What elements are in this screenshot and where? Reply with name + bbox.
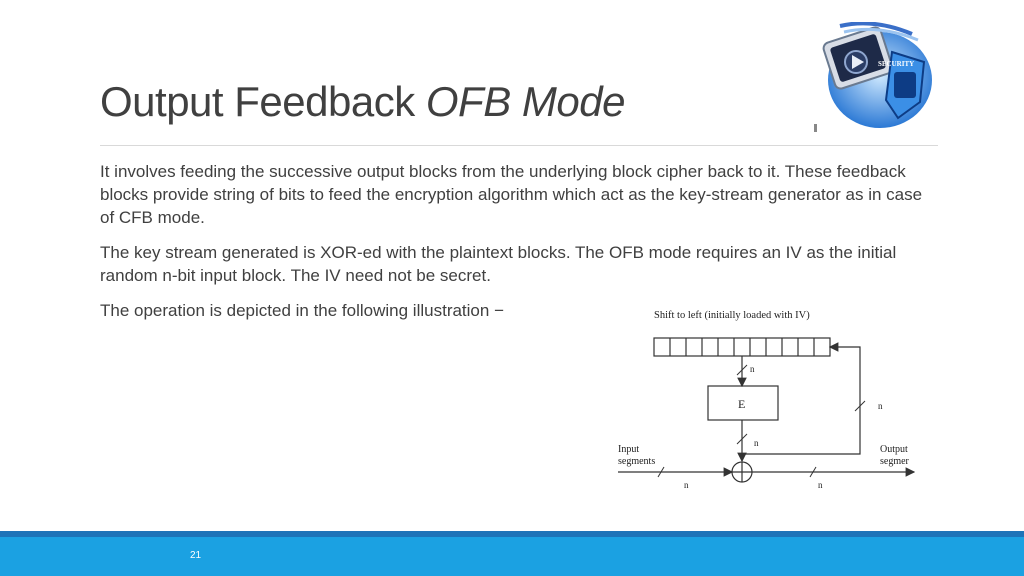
page-number: 21	[190, 550, 202, 561]
security-logo-icon: SECURITY	[814, 22, 932, 132]
slide-body: It involves feeding the successive outpu…	[100, 160, 930, 334]
encrypt-block	[707, 385, 779, 421]
output-label-1: Output	[880, 444, 908, 455]
n-label-output: n	[818, 480, 823, 490]
register-label: Shift to left (initially loaded with IV)	[654, 310, 810, 321]
input-label-1: Input	[618, 444, 639, 455]
shift-register	[653, 337, 831, 357]
title-main: Output Feedback	[100, 78, 426, 125]
n-label-2: n	[754, 438, 759, 448]
title-italic: OFB Mode	[425, 78, 626, 125]
feedback-path	[742, 342, 861, 455]
footer-bar	[0, 537, 1024, 576]
output-label-2: segmer	[880, 456, 910, 467]
footer-accent-line	[0, 531, 1024, 537]
logo-text: SECURITY	[878, 60, 914, 68]
title-divider	[100, 145, 938, 146]
n-label-feedback: n	[878, 401, 883, 411]
ofb-diagram: Shift to left (initially loaded with IV)…	[618, 310, 916, 490]
n-label-input: n	[684, 480, 689, 490]
paragraph-1: It involves feeding the successive outpu…	[100, 162, 923, 227]
n-label-1: n	[750, 364, 755, 374]
xor-symbol	[731, 461, 753, 483]
input-label-2: segments	[618, 456, 655, 467]
paragraph-3: The operation is depicted in the followi…	[100, 301, 504, 320]
slide-title: Output Feedback OFB Mode	[100, 78, 625, 126]
paragraph-2: The key stream generated is XOR-ed with …	[100, 243, 897, 285]
encrypt-block-label: E	[738, 397, 745, 411]
